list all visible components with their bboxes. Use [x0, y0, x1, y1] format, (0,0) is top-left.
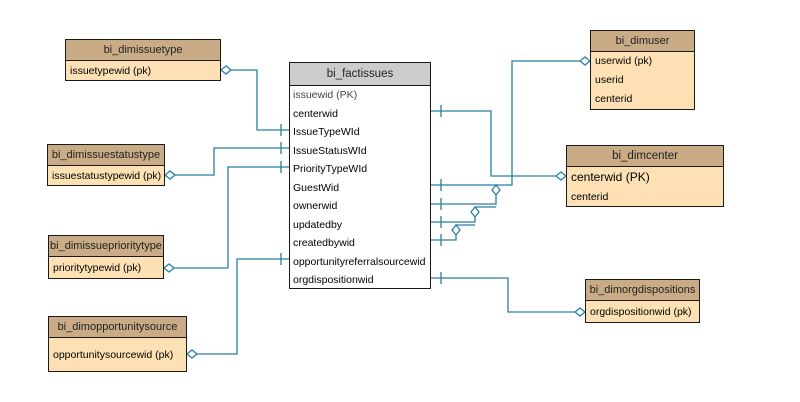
entity-title: bi_dimcenter — [567, 146, 723, 167]
connector-diamond — [219, 65, 233, 75]
field-issuewid: issuewid (PK) — [293, 89, 358, 101]
entity-bi-dimorgdispositions[interactable]: bi_dimorgdispositions orgdispositionwid … — [585, 279, 700, 323]
field-prioritytypewid: prioritytypewid (pk) — [53, 262, 142, 274]
field-opportunityreferralsourcewid: opportunityreferralsourcewid — [293, 255, 426, 268]
entity-title: bi_dimorgdispositions — [586, 280, 699, 301]
connector-issueprioritytype — [169, 166, 289, 269]
connector-user-createdby — [431, 224, 475, 241]
field-orgdispositionwid: orgdispositionwid (pk) — [590, 306, 692, 318]
entity-bi-dimissueprioritytype[interactable]: bi_dimissueprioritytype prioritytypewid … — [48, 235, 164, 279]
connector-diamond — [491, 183, 501, 197]
connector-diamond — [470, 205, 480, 219]
field-centerid: centerid — [571, 191, 609, 203]
field-createdbywid: createdbywid — [293, 237, 355, 249]
entity-bi-dimopportunitysource[interactable]: bi_dimopportunitysource opportunitysourc… — [48, 316, 187, 372]
entity-bi-dimissuestatustype[interactable]: bi_dimissuestatustype issuestatustypewid… — [47, 144, 165, 186]
entity-title: bi_dimissueprioritytype — [49, 236, 163, 257]
connector-user-guest — [431, 60, 585, 186]
connector-diamond — [573, 307, 587, 317]
field-orgdispositionwid: orgdispositionwid — [293, 274, 374, 286]
field-prioritytypewid: PriorityTypeWId — [293, 163, 368, 175]
field-centerwid: centerwid — [293, 107, 338, 120]
field-centerwid: centerwid (PK) — [571, 170, 650, 184]
entity-bi-dimuser[interactable]: bi_dimuser userwid (pk) userid centerid — [590, 30, 695, 110]
entity-title: bi_dimuser — [591, 31, 694, 52]
entity-title: bi_dimissuetype — [66, 40, 220, 61]
entity-title: bi_dimopportunitysource — [49, 317, 186, 338]
field-issuetypewid: issuetypewid (pk) — [70, 65, 152, 77]
entity-bi-dimissuetype[interactable]: bi_dimissuetype issuetypewid (pk) — [65, 39, 221, 81]
connector-diamond — [162, 263, 176, 273]
connector-diamond — [185, 349, 199, 359]
connector-diamond — [163, 170, 177, 180]
connector-opportunitysource — [192, 258, 289, 355]
entity-bi-dimcenter[interactable]: bi_dimcenter centerwid (PK) centerid — [566, 145, 724, 207]
field-updatedby: updatedby — [293, 218, 343, 231]
connector-issuetype — [226, 69, 289, 131]
entity-bi-factissues[interactable]: bi_factissues issuewid (PK) centerwid Is… — [289, 62, 431, 289]
connector-center — [431, 110, 561, 177]
connector-orgdispositions — [431, 277, 580, 313]
connector-diamond — [578, 56, 592, 66]
field-centerid: centerid — [595, 93, 633, 105]
field-issuestatuswid: IssueStatusWId — [293, 144, 367, 157]
field-userid: userid — [595, 74, 624, 86]
field-guestwid: GuestWid — [293, 181, 340, 194]
field-userwid: userwid (pk) — [595, 55, 653, 67]
connector-diamond — [554, 171, 568, 181]
entity-title: bi_dimissuestatustype — [48, 145, 164, 166]
field-ownerwid: ownerwid — [293, 200, 338, 212]
connector-issuestatustype — [170, 147, 289, 176]
field-issuestatustypewid: issuestatustypewid (pk) — [52, 170, 162, 182]
entity-title: bi_factissues — [290, 63, 430, 86]
field-issuetypewid: IssueTypeWId — [293, 126, 360, 138]
field-opportunitysourcewid: opportunitysourcewid (pk) — [53, 349, 174, 361]
connector-diamond — [451, 223, 461, 237]
